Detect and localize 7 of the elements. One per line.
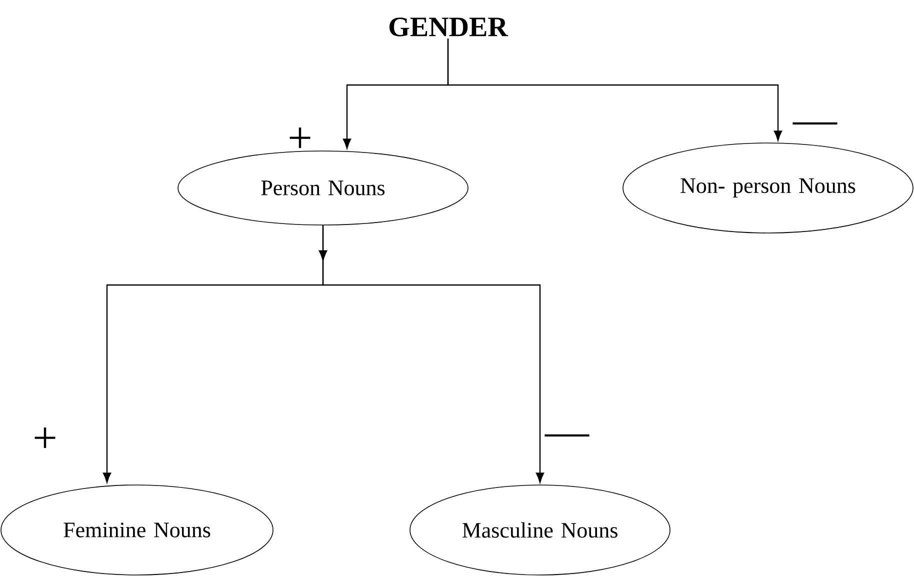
arrow [318, 225, 544, 483]
heading-text: GENDER [389, 18, 508, 36]
edge-label: — [544, 434, 590, 437]
edge-label: — [792, 122, 838, 125]
edge-label: + [290, 128, 310, 148]
edge-label: + [34, 428, 56, 448]
arrow [447, 38, 782, 141]
